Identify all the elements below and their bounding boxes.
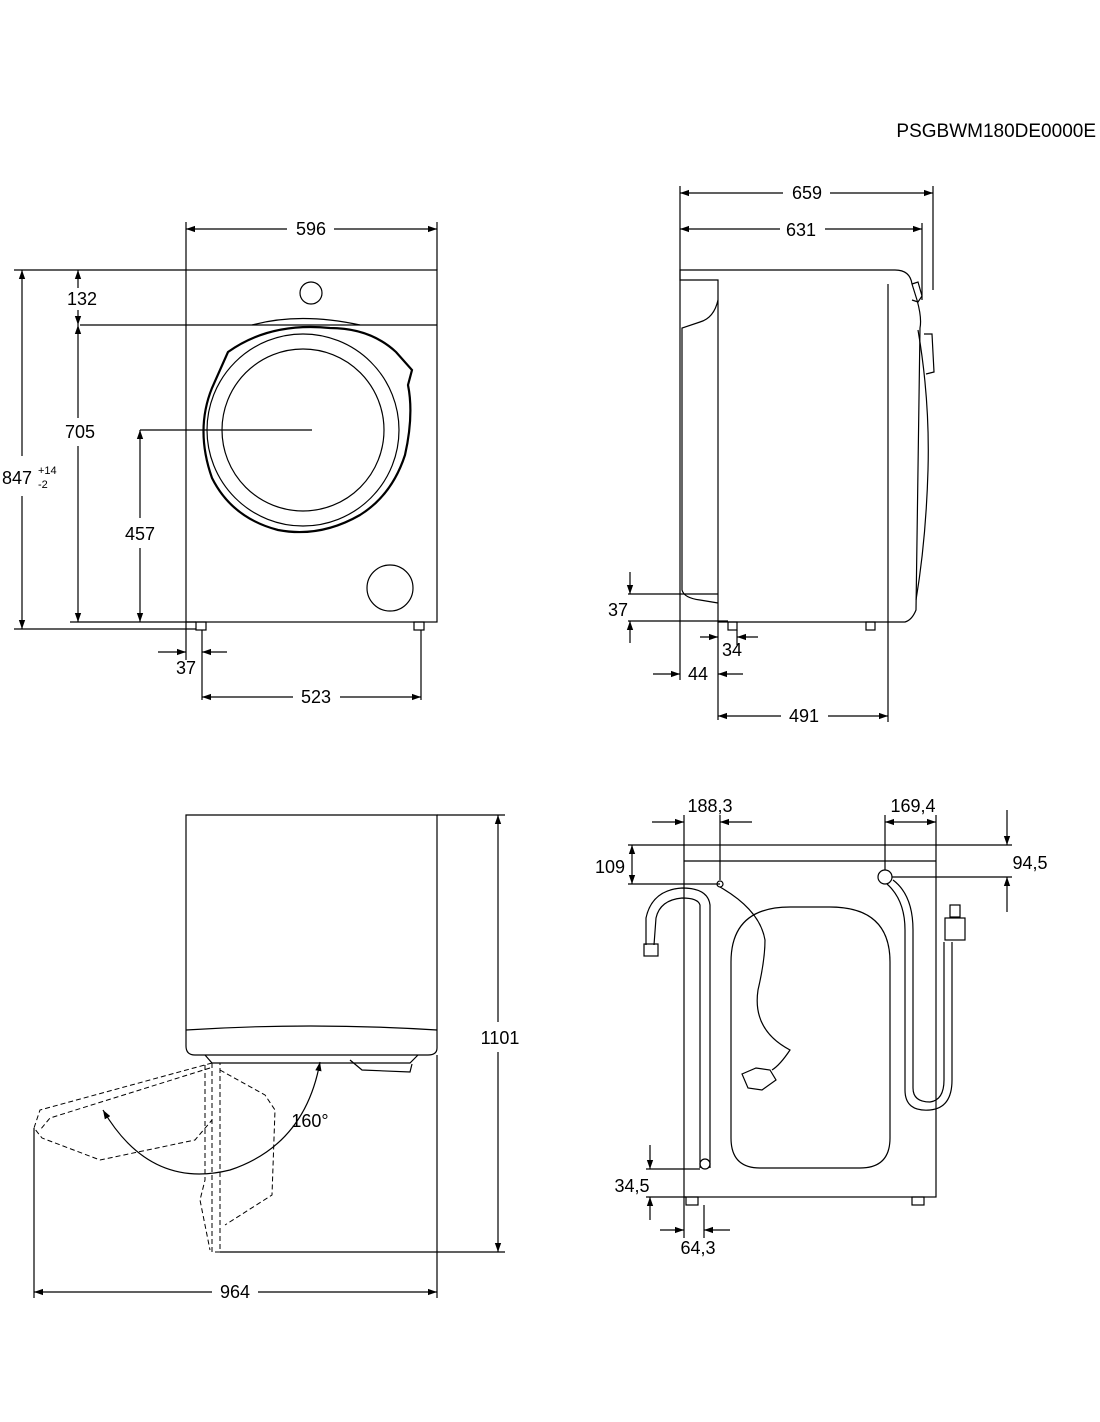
door-angle-arc	[102, 1061, 322, 1175]
dim-drain-hose-offset: 169,4	[890, 796, 935, 816]
top-cabinet	[185, 814, 438, 1056]
dim-foot-spacing: 523	[301, 687, 331, 707]
power-plug	[741, 1067, 777, 1091]
dim-width: 596	[296, 219, 326, 239]
dim-door-angle: 160°	[291, 1111, 328, 1131]
dim-open-width: 964	[220, 1282, 250, 1302]
dim-tol-minus: -2	[38, 479, 48, 491]
dim-inlet-height: 34,5	[614, 1176, 649, 1196]
dim-door-height: 705	[65, 422, 95, 442]
dim-side-foot-spacing: 491	[789, 706, 819, 726]
dim-door-center: 457	[125, 524, 155, 544]
dim-body-depth: 631	[786, 220, 816, 240]
side-cabinet	[679, 269, 922, 623]
top-view: 160° 1101 964	[33, 814, 520, 1302]
front-foot-left	[195, 621, 207, 631]
back-service-panel	[730, 906, 891, 1169]
side-foot-rear	[865, 621, 876, 631]
back-cabinet	[683, 844, 937, 1198]
dim-power-cable-height: 109	[595, 857, 625, 877]
drain-hose-outlet	[877, 869, 893, 885]
dim-total-height: 847	[2, 468, 32, 488]
document-code: PSGBWM180DE0000E	[896, 121, 1096, 142]
inlet-hose	[653, 897, 701, 1168]
front-cabinet	[185, 269, 438, 623]
drain-hose	[886, 883, 953, 1111]
front-view: 596 847 +14 -2 132 705 457 37 523	[2, 219, 438, 707]
door-open-dashed	[33, 1062, 213, 1161]
door-hinge-edge	[204, 1054, 419, 1064]
back-foot-left	[685, 1196, 699, 1206]
dim-top-panel: 132	[67, 289, 97, 309]
inlet-fitting	[699, 1158, 711, 1170]
dim-foot-inset: 34	[722, 640, 742, 660]
dim-tol-plus: +14	[38, 465, 57, 477]
front-foot-right	[413, 621, 425, 631]
side-view: 659 631 37 34 44 491	[608, 183, 935, 726]
drain-hose-end	[944, 917, 966, 941]
door-handle-top	[349, 1059, 413, 1073]
dim-total-depth: 659	[792, 183, 822, 203]
side-door-handle	[924, 333, 935, 375]
dim-front-offset: 44	[688, 664, 708, 684]
back-foot-right	[911, 1196, 925, 1206]
dim-bottom-clearance: 37	[608, 600, 628, 620]
side-foot-front	[727, 621, 738, 631]
power-cable	[719, 886, 791, 1071]
dim-drain-hose-height: 94,5	[1012, 853, 1047, 873]
back-view: 188,3 169,4 109 94,5 34,5 64,3	[595, 796, 1048, 1258]
inlet-hose-connector	[643, 943, 659, 957]
dim-inlet-offset: 64,3	[680, 1238, 715, 1258]
filter-cover	[366, 564, 414, 612]
detergent-drawer-knob	[299, 281, 323, 305]
dim-foot-offset: 37	[176, 658, 196, 678]
dim-open-depth: 1101	[481, 1028, 520, 1048]
door-frame	[202, 325, 414, 534]
side-detergent-drawer	[681, 299, 719, 604]
dim-power-cable-offset: 188,3	[687, 796, 732, 816]
